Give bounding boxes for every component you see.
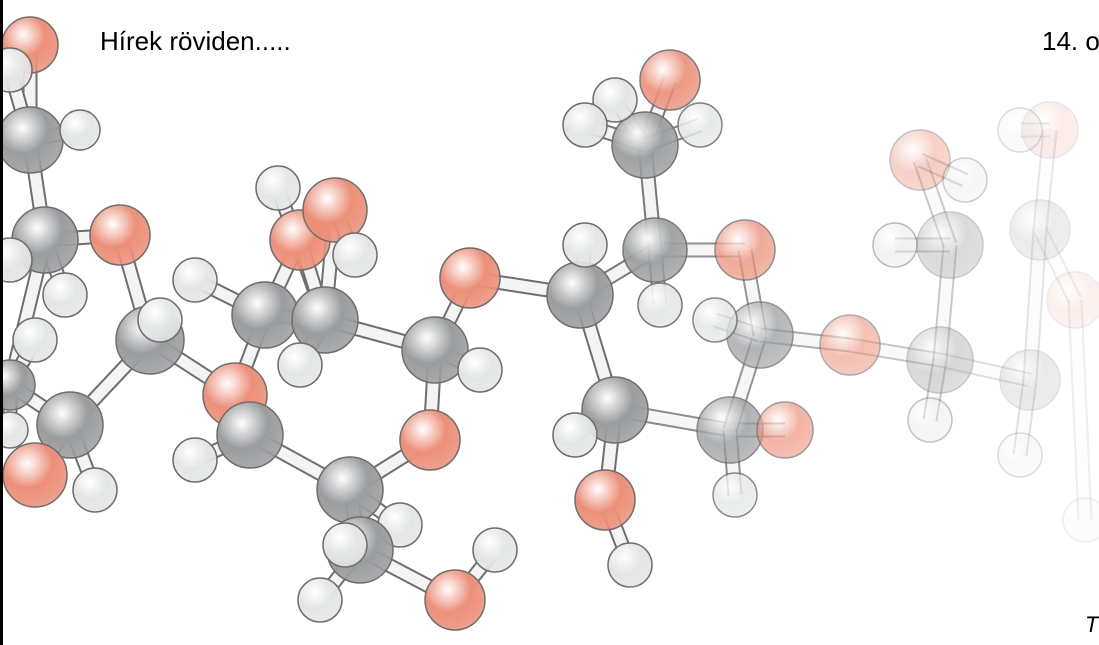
hydrogen-atom xyxy=(172,257,218,303)
oxygen-atom xyxy=(756,401,814,459)
hydrogen-atom xyxy=(562,222,608,268)
hydrogen-atom xyxy=(712,472,758,518)
hydrogen-atom xyxy=(997,107,1043,153)
oxygen-atom xyxy=(89,204,151,266)
molecule-bond xyxy=(1067,299,1093,521)
oxygen-atom xyxy=(399,409,461,471)
carbon-atom xyxy=(316,456,384,524)
hydrogen-atom xyxy=(637,282,683,328)
hydrogen-atom xyxy=(137,297,183,343)
hydrogen-atom xyxy=(255,165,301,211)
carbon-atom xyxy=(546,261,614,329)
hydrogen-atom xyxy=(0,47,33,93)
oxygen-atom xyxy=(639,49,701,111)
carbon-atom xyxy=(0,359,36,411)
slide-number: 14. o xyxy=(1042,26,1099,56)
hydrogen-atom xyxy=(0,237,33,283)
hydrogen-atom xyxy=(277,342,323,388)
oxygen-atom xyxy=(574,469,636,531)
carbon-atom xyxy=(906,326,974,394)
hydrogen-atom xyxy=(1062,497,1099,543)
oxygen-atom xyxy=(2,442,68,508)
hydrogen-atom xyxy=(692,297,738,343)
hydrogen-atom xyxy=(472,527,518,573)
carbon-atom xyxy=(916,211,984,279)
carbon-atom xyxy=(726,301,794,369)
oxygen-atom xyxy=(1046,271,1099,329)
hydrogen-atom xyxy=(59,109,101,151)
carbon-atom xyxy=(581,376,649,444)
hydrogen-atom xyxy=(457,347,503,393)
oxygen-atom xyxy=(424,569,486,631)
footer-text: Tö xyxy=(1085,612,1099,637)
carbon-atom xyxy=(622,217,688,283)
oxygen-atom xyxy=(819,314,881,376)
carbon-atom xyxy=(696,396,764,464)
hydrogen-atom xyxy=(562,102,608,148)
hydrogen-atom xyxy=(0,411,29,449)
carbon-atom xyxy=(611,111,679,179)
hydrogen-atom xyxy=(42,272,88,318)
hydrogen-atom xyxy=(677,102,723,148)
oxygen-atom xyxy=(714,219,776,281)
hydrogen-atom xyxy=(552,412,598,458)
carbon-atom xyxy=(291,286,359,354)
oxygen-atom xyxy=(302,177,368,243)
slide-left-border xyxy=(0,0,3,645)
hydrogen-atom xyxy=(297,577,343,623)
carbon-atom xyxy=(1009,199,1071,261)
hydrogen-atom xyxy=(997,432,1043,478)
hydrogen-atom xyxy=(907,397,953,443)
carbon-atom xyxy=(401,316,469,384)
carbon-atom xyxy=(0,106,64,174)
hydrogen-atom xyxy=(942,157,988,203)
slide-title: Hírek röviden..... xyxy=(100,26,291,56)
hydrogen-atom xyxy=(332,232,378,278)
carbon-atom xyxy=(216,401,284,469)
carbon-atom xyxy=(231,281,299,349)
hydrogen-atom xyxy=(172,437,218,483)
carbon-atom xyxy=(999,349,1061,411)
hydrogen-atom xyxy=(872,222,918,268)
hydrogen-atom xyxy=(72,467,118,513)
carbon-atom xyxy=(36,391,104,459)
hydrogen-atom xyxy=(12,317,58,363)
hydrogen-atom xyxy=(322,522,368,568)
oxygen-atom xyxy=(439,247,501,309)
hydrogen-atom xyxy=(592,77,638,123)
hydrogen-atom xyxy=(607,542,653,588)
oxygen-atom xyxy=(889,129,951,191)
